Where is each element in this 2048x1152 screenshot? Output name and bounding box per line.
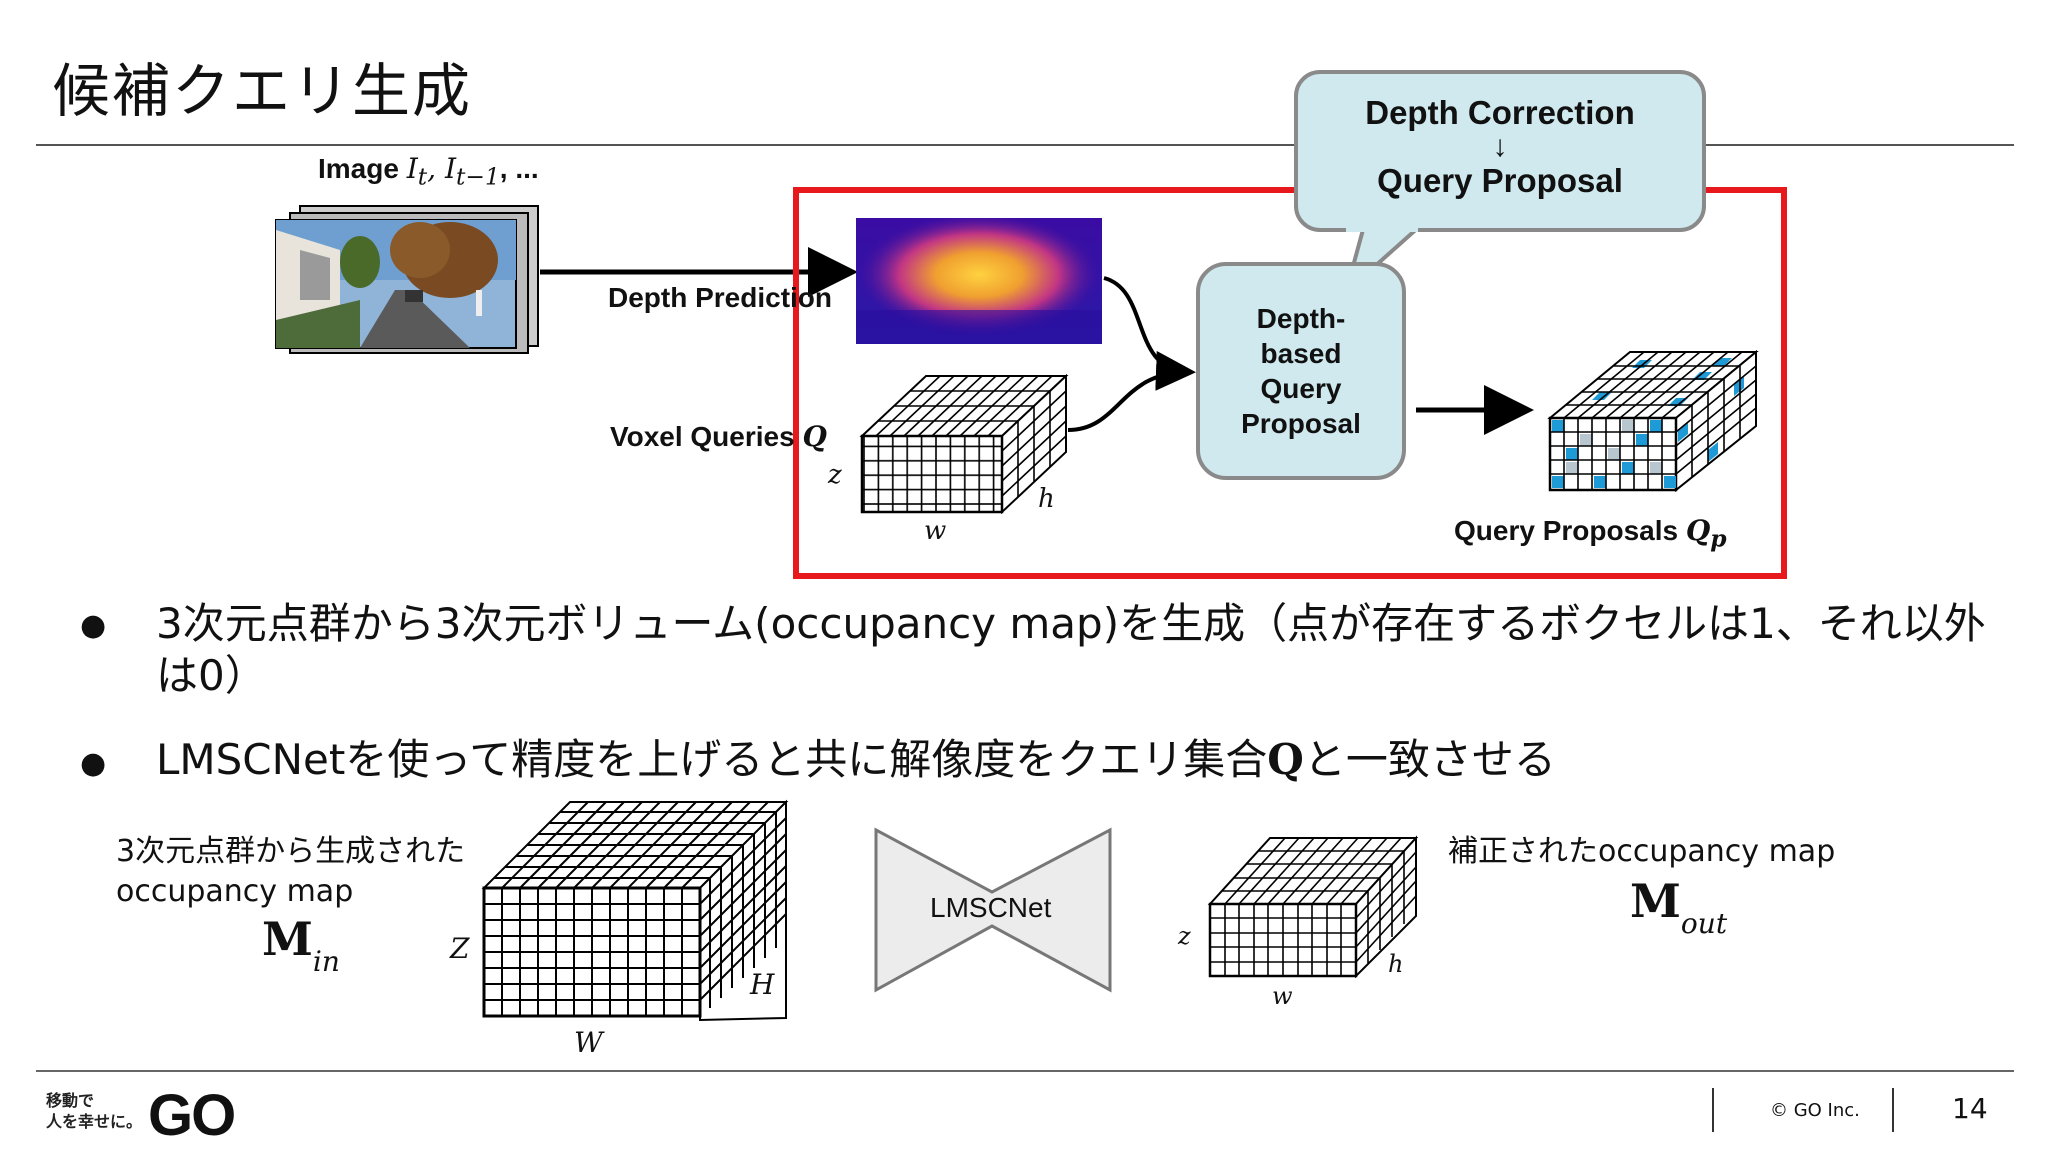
- image-sub-t: t: [417, 162, 428, 191]
- lmscnet-figure: [481, 799, 1419, 1022]
- voxel-math-q: Q: [802, 420, 827, 453]
- street-photo: [275, 219, 517, 349]
- copyright: © GO Inc.: [1770, 1100, 1860, 1121]
- bullet-2-text-after: と一致させる: [1303, 735, 1556, 784]
- bullet-1-line1: 3次元点群から3次元ボリューム(occupancy map)を生成（点が存在する…: [156, 599, 1986, 648]
- callout-tail-mask: [1346, 224, 1418, 232]
- lmscnet-shape: [874, 827, 1112, 993]
- m-in-sub: in: [312, 945, 340, 978]
- highlight-box: [793, 187, 1787, 579]
- voxel-axis-w: w: [924, 516, 947, 546]
- m-in-letter: M: [262, 912, 313, 966]
- image-stack: [275, 205, 539, 354]
- input-axis-H: H: [750, 968, 775, 1001]
- image-ellipsis: , ...: [499, 153, 539, 184]
- bullet-marker-2: ●: [80, 746, 107, 781]
- proposal-line-1: Depth-: [1256, 303, 1346, 334]
- footer-separator-2: [1892, 1088, 1894, 1132]
- m-in-symbol: Min: [262, 912, 340, 978]
- curve-voxel-to-proposal: [1067, 370, 1189, 432]
- depth-prediction-label: Depth Prediction: [608, 282, 833, 313]
- query-math-sub: p: [1710, 524, 1727, 553]
- output-caption: 補正されたoccupancy map: [1448, 834, 1836, 869]
- input-caption-line1: 3次元点群から生成された: [116, 834, 466, 869]
- bullet-2-text: LMSCNetを使って精度を上げると共に解像度をクエリ集合: [156, 735, 1268, 784]
- brand-tagline-line1: 移動で: [46, 1091, 95, 1110]
- pipeline-figure: [275, 187, 1787, 579]
- image-label-text: Image: [318, 153, 399, 184]
- callout-bubble: Depth Correction ↓ Query Proposal: [1294, 70, 1706, 232]
- voxel-queries-text: Voxel Queries: [610, 421, 795, 452]
- footer-separator-1: [1712, 1088, 1714, 1132]
- proposal-line-2: based: [1260, 338, 1342, 369]
- voxel-axis-h: h: [1038, 484, 1055, 514]
- curve-depth-to-proposal: [1103, 276, 1196, 391]
- brand-tagline: 移動で 人を幸せに。: [46, 1090, 142, 1132]
- lmscnet-label: LMSCNet: [930, 892, 1052, 923]
- bullet-1: 3次元点群から3次元ボリューム(occupancy map)を生成（点が存在する…: [156, 598, 1986, 702]
- callout-line2: Query Proposal: [1377, 162, 1623, 199]
- input-caption-line2: occupancy map: [116, 874, 354, 909]
- callout-arrow: ↓: [1492, 130, 1508, 163]
- bullet-2-math: Q: [1267, 735, 1304, 784]
- proposal-line-4: Proposal: [1241, 408, 1361, 439]
- m-out-sub: out: [1680, 907, 1728, 940]
- page-number: 14: [1952, 1092, 1988, 1125]
- voxel-axis-z: z: [828, 460, 842, 490]
- voxel-queries-label: Voxel Queries Q: [610, 420, 827, 453]
- footer-divider: [36, 1070, 2014, 1072]
- query-proposals-label: Query Proposals Qp: [1454, 514, 1727, 553]
- brand-tagline-line2: 人を幸せに。: [46, 1112, 143, 1131]
- image-math-i1: I: [406, 152, 418, 185]
- query-proposals-cube: [1547, 349, 1759, 493]
- bullet-2: LMSCNetを使って精度を上げると共に解像度をクエリ集合Qと一致させる: [156, 734, 1556, 786]
- bullet-1-line2: は0）: [156, 651, 267, 700]
- image-math: It, It−1: [406, 152, 500, 191]
- input-axis-Z: Z: [450, 932, 470, 965]
- input-occupancy-cube: [481, 799, 789, 1022]
- depth-map: [856, 218, 1102, 344]
- input-caption: 3次元点群から生成された occupancy map: [116, 832, 465, 912]
- image-math-i2: I: [444, 152, 457, 185]
- input-axis-W: W: [574, 1026, 603, 1059]
- depth-based-query-proposal-box: Depth- based Query Proposal: [1196, 262, 1406, 480]
- m-out-symbol: Mout: [1630, 874, 1727, 940]
- query-math-q: Q: [1685, 514, 1711, 547]
- output-axis-h: h: [1388, 950, 1404, 978]
- m-out-letter: M: [1630, 874, 1681, 928]
- query-proposals-text: Query Proposals: [1454, 515, 1679, 546]
- image-label: Image It, It−1, ...: [318, 152, 539, 191]
- voxel-queries-cube: [859, 373, 1069, 515]
- output-occupancy-cube: [1207, 835, 1419, 979]
- title-divider: [36, 144, 2014, 146]
- callout-line1: Depth Correction: [1365, 94, 1635, 131]
- proposal-line-3: Query: [1260, 373, 1342, 404]
- slide-title: 候補クエリ生成: [52, 57, 473, 125]
- bullet-marker-1: ●: [80, 608, 107, 643]
- image-sub-t-1: t−1: [456, 162, 500, 191]
- query-math: Qp: [1685, 514, 1727, 553]
- go-logo: GO: [148, 1083, 236, 1148]
- output-axis-z: z: [1178, 922, 1191, 950]
- output-axis-w: w: [1272, 982, 1293, 1010]
